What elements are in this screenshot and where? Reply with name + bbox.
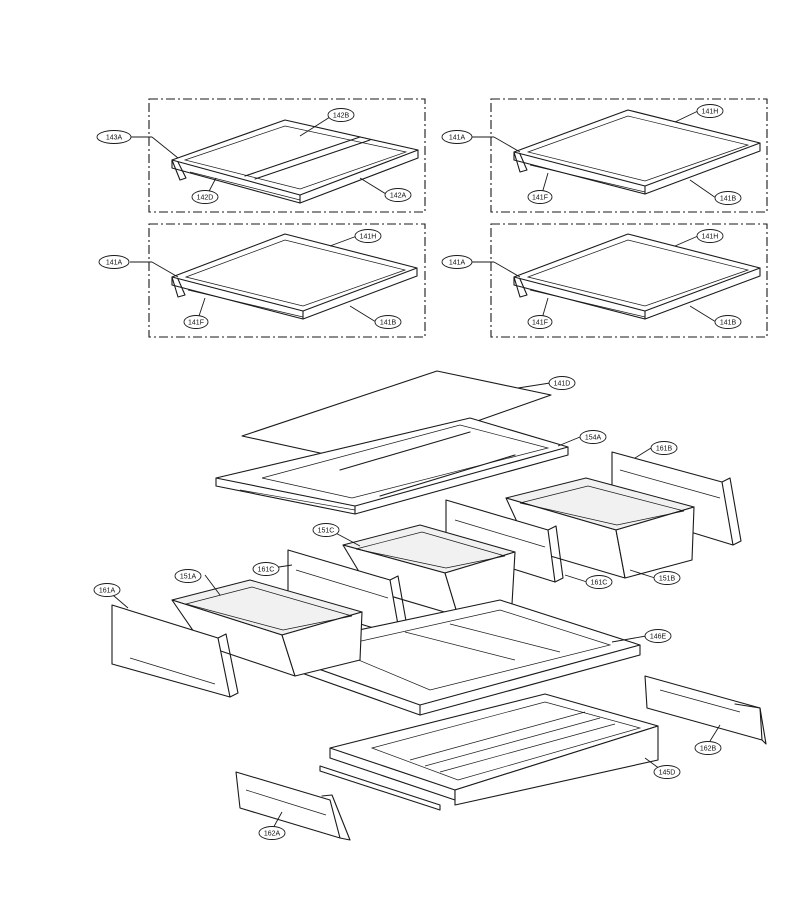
- callout-label: 145D: [659, 770, 676, 777]
- callout-label: 141B: [380, 320, 397, 327]
- callout-141F-top-right: 141F: [527, 190, 553, 204]
- callout-162A: 162A: [258, 826, 286, 840]
- callout-141A-middle-left: 141A: [98, 255, 130, 269]
- callout-142A: 142A: [384, 188, 412, 202]
- callout-141F-middle-left: 141F: [183, 315, 209, 329]
- callout-label: 141A: [106, 260, 123, 267]
- callout-label: 142D: [197, 195, 214, 202]
- callout-154A: 154A: [579, 430, 607, 444]
- callout-label: 154A: [585, 435, 602, 442]
- callout-label: 151C: [318, 528, 335, 535]
- callout-label: 162A: [264, 831, 281, 838]
- leader-lines: [106, 110, 721, 831]
- callout-label: 151A: [180, 574, 197, 581]
- callout-label: 146E: [650, 634, 667, 641]
- callout-151A: 151A: [174, 569, 202, 583]
- lower-tray-145D: [319, 693, 659, 811]
- callout-label: 161C: [258, 567, 275, 574]
- callout-label: 141H: [702, 109, 719, 116]
- callout-145D: 145D: [653, 765, 681, 779]
- slide-rail-162B: [644, 675, 767, 745]
- callout-label: 143A: [106, 135, 123, 142]
- callout-label: 141F: [532, 195, 548, 202]
- callout-label: 141H: [360, 234, 377, 241]
- callout-label: 141F: [188, 320, 204, 327]
- callout-146E: 146E: [644, 629, 672, 643]
- callout-161C-front: 161C: [252, 562, 280, 576]
- callout-143A: 143A: [96, 130, 132, 144]
- callout-162B: 162B: [694, 741, 722, 755]
- callout-141B-middle-left: 141B: [374, 315, 402, 329]
- callout-141A-top-right: 141A: [441, 130, 473, 144]
- callout-label: 162B: [700, 746, 717, 753]
- callout-141H-top-right: 141H: [696, 104, 724, 118]
- callout-label: 161B: [656, 446, 673, 453]
- callout-141F-middle-right: 141F: [527, 315, 553, 329]
- drawer-front-161A: [111, 604, 239, 698]
- callout-label: 141D: [554, 381, 571, 388]
- callout-141B-top-right: 141B: [714, 191, 742, 205]
- shelf-box-141-middle-left: [148, 223, 426, 338]
- callout-161A: 161A: [93, 583, 121, 597]
- callout-161B: 161B: [650, 441, 678, 455]
- callout-label: 141F: [532, 320, 548, 327]
- callout-label: 151B: [659, 576, 676, 583]
- crisper-base-146E: [264, 599, 641, 716]
- crisper-drawer-151B: [505, 477, 695, 579]
- callout-141D: 141D: [548, 376, 576, 390]
- shelf-box-143A: [148, 98, 426, 213]
- callout-label: 142B: [333, 113, 350, 120]
- shelf-box-141-top-right: [490, 98, 768, 213]
- callout-141H-middle-right: 141H: [696, 229, 724, 243]
- callout-label: 141B: [720, 196, 737, 203]
- callout-142D: 142D: [191, 190, 219, 204]
- callout-141A-middle-right: 141A: [441, 255, 473, 269]
- crisper-cover-154A: [215, 417, 569, 515]
- callout-151B: 151B: [653, 571, 681, 585]
- callout-label: 141A: [449, 135, 466, 142]
- callout-161C-rear: 161C: [585, 575, 613, 589]
- slide-rail-162A: [235, 771, 351, 841]
- callout-label: 141A: [449, 260, 466, 267]
- callout-141H-middle-left: 141H: [354, 229, 382, 243]
- callout-label: 141H: [702, 234, 719, 241]
- callout-141B-middle-right: 141B: [714, 315, 742, 329]
- callout-151C: 151C: [312, 523, 340, 537]
- callout-label: 161A: [99, 588, 116, 595]
- callout-label: 141B: [720, 320, 737, 327]
- callout-142B: 142B: [327, 108, 355, 122]
- callout-label: 161C: [591, 580, 608, 587]
- shelf-box-141-middle-right: [490, 223, 768, 338]
- callout-label: 142A: [390, 193, 407, 200]
